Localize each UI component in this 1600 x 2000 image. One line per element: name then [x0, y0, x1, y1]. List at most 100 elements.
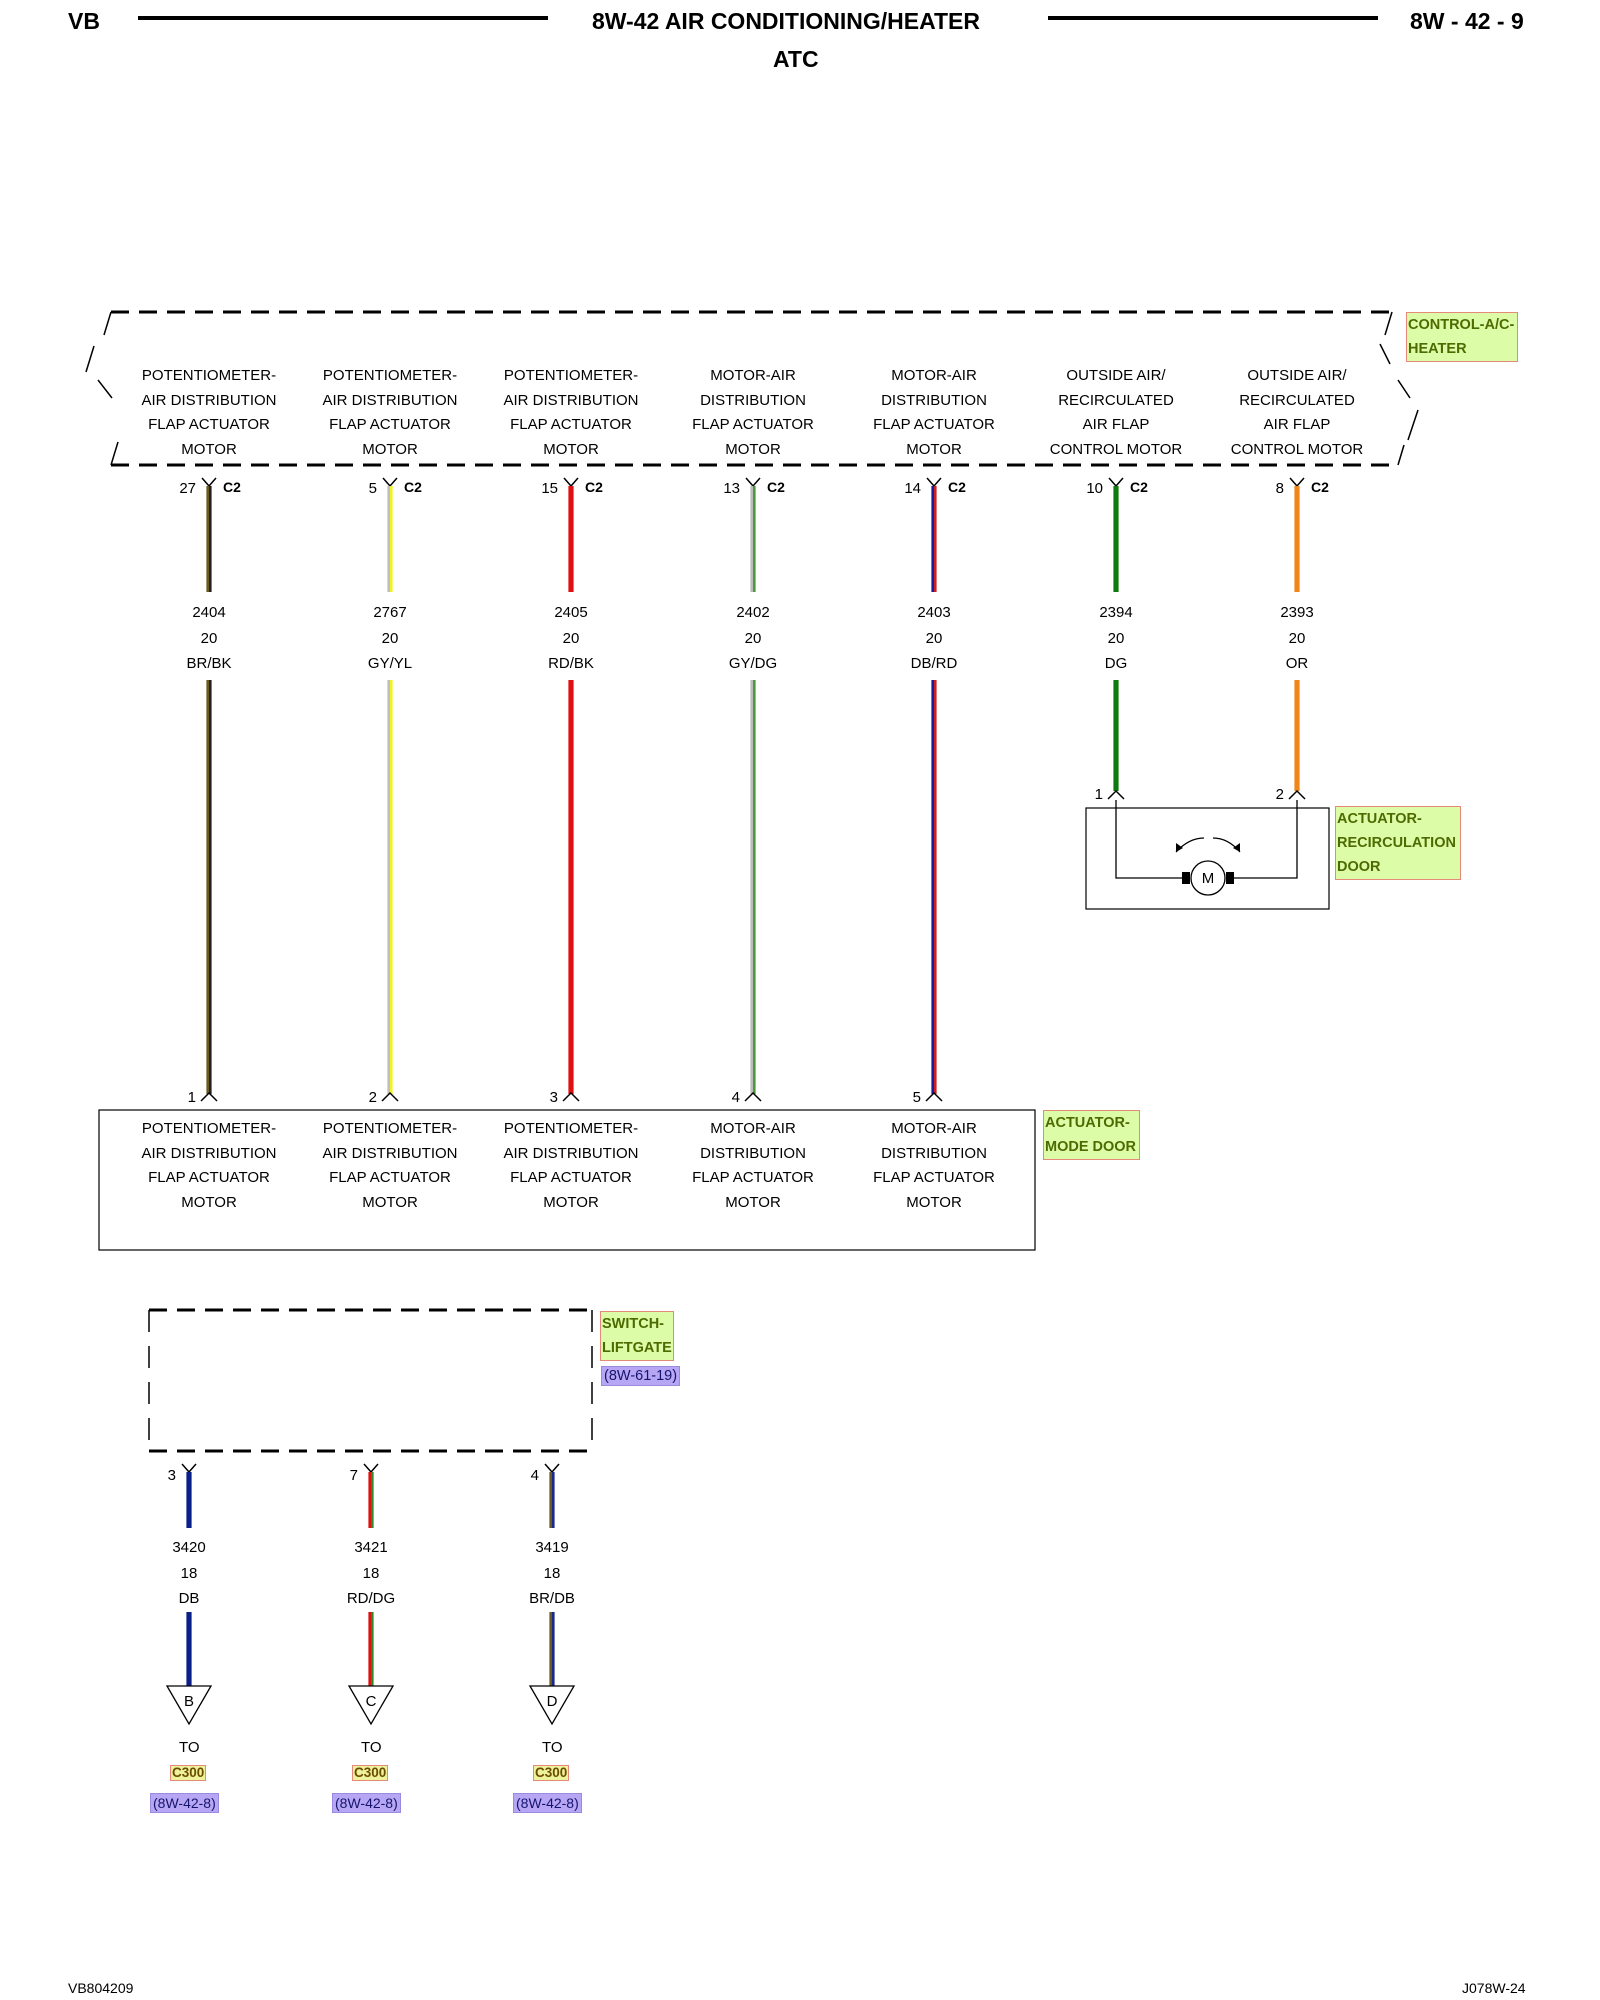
wire-color-code: GY/YL: [368, 655, 412, 672]
wire-gauge: 20: [926, 630, 943, 647]
module-pin-number: 10: [1086, 480, 1103, 497]
description-line: FLAP ACTUATOR: [873, 416, 995, 433]
mode-pin-number: 5: [913, 1089, 921, 1106]
wire-color-code: RD/DG: [347, 1590, 395, 1607]
circuit-number: 2393: [1280, 604, 1313, 621]
description-line: FLAP ACTUATOR: [329, 1169, 451, 1186]
description-line: MOTOR: [906, 440, 962, 458]
module-box-edge: [103, 311, 112, 336]
wire-color-code: DG: [1105, 655, 1128, 672]
recirc-actuator-box: [1085, 807, 1330, 910]
liftgate-pin-terminal: [363, 1463, 379, 1474]
mode-pin-terminal: [562, 1091, 580, 1102]
connector-triangle: [347, 1685, 395, 1726]
description-line: RECIRCULATED: [1058, 391, 1174, 409]
description-line: CONTROL MOTOR: [1230, 440, 1364, 458]
wire-color-code: BR/DB: [529, 1590, 575, 1607]
connector-letter: C: [366, 1693, 377, 1710]
module-connector-id: C2: [223, 479, 241, 495]
description-line: DISTRIBUTION: [881, 391, 987, 409]
module-connector-id: C2: [767, 479, 785, 495]
description-line: FLAP ACTUATOR: [329, 416, 451, 433]
module-label-text: CONTROL-A/C-HEATER: [1408, 317, 1515, 357]
page-title: 8W-42 AIR CONDITIONING/HEATER: [592, 8, 981, 34]
liftgate-switch-ref-link[interactable]: (8W-61-19): [601, 1366, 681, 1386]
page-subtitle: ATC: [773, 46, 819, 72]
connector-triangle: [165, 1685, 213, 1726]
wire-gauge: 18: [181, 1565, 198, 1582]
destination-to-text: TO: [542, 1739, 563, 1756]
motor-brush: [1226, 872, 1234, 884]
description-line: FLAP ACTUATOR: [148, 416, 270, 433]
description-line: MOTOR-AIR: [891, 1120, 977, 1137]
description-line: AIR DISTRIBUTION: [503, 1144, 639, 1162]
wire-color-code: GY/DG: [729, 655, 777, 672]
description-line: MOTOR: [725, 1193, 781, 1211]
connector-letter: B: [184, 1693, 194, 1710]
module-box-edge: [1379, 343, 1391, 365]
module-pin-terminal: [382, 477, 398, 488]
footer-left: VB804209: [68, 1980, 134, 1996]
destination-page-ref-link[interactable]: (8W-42-8): [513, 1793, 582, 1813]
recirc-pin-terminal: [1107, 789, 1125, 800]
description-line: AIR DISTRIBUTION: [503, 391, 639, 409]
motor-brush: [1182, 872, 1190, 884]
description-line: POTENTIOMETER-: [322, 1120, 458, 1137]
module-pin-terminal: [563, 477, 579, 488]
module-pin-number: 13: [723, 480, 740, 497]
wire-gauge: 20: [563, 630, 580, 647]
rotation-arc: [1175, 837, 1205, 853]
description-line: MOTOR: [543, 440, 599, 458]
destination-to-text: TO: [361, 1739, 382, 1756]
description-line: MOTOR: [362, 440, 418, 458]
destination-page-ref-link[interactable]: (8W-42-8): [332, 1793, 401, 1813]
mode-pin-description: POTENTIOMETER- AIR DISTRIBUTION FLAP ACTUA…: [300, 1117, 480, 1215]
wire-color-code: RD/BK: [548, 655, 594, 672]
destination-connector-link[interactable]: C300: [352, 1765, 389, 1781]
module-connector-id: C2: [1311, 479, 1329, 495]
mode-actuator-label[interactable]: ACTUATOR-MODE DOOR: [1043, 1110, 1140, 1160]
rotation-arrowhead: [1176, 843, 1183, 852]
description-line: POTENTIOMETER-: [141, 367, 277, 384]
description-line: OUTSIDE AIR/: [1247, 367, 1347, 384]
module-connector-id: C2: [585, 479, 603, 495]
mode-pin-terminal: [744, 1091, 762, 1102]
liftgate-pin-number: 4: [531, 1467, 539, 1484]
header-rule-right: [1048, 16, 1378, 20]
description-line: AIR DISTRIBUTION: [141, 1144, 277, 1162]
description-line: AIR DISTRIBUTION: [322, 1144, 458, 1162]
module-label[interactable]: CONTROL-A/C-HEATER: [1406, 312, 1518, 362]
module-box-edge: [97, 379, 113, 399]
circuit-number: 2394: [1099, 604, 1132, 621]
motor-symbol: [1190, 860, 1226, 896]
destination-connector-link[interactable]: C300: [170, 1765, 207, 1781]
module-pin-terminal: [201, 477, 217, 488]
recirc-actuator-label[interactable]: ACTUATOR-RECIRCULATION DOOR: [1335, 806, 1461, 880]
mode-actuator-label-text: ACTUATOR-MODE DOOR: [1045, 1115, 1137, 1155]
description-line: DISTRIBUTION: [881, 1144, 987, 1162]
description-line: AIR FLAP: [1263, 416, 1331, 433]
module-connector-id: C2: [1130, 479, 1148, 495]
page-number: 8W - 42 - 9: [1410, 8, 1524, 34]
mode-pin-number: 2: [369, 1089, 377, 1106]
description-line: MOTOR-AIR: [710, 1120, 796, 1137]
circuit-number: 2405: [554, 604, 587, 621]
mode-pin-number: 3: [550, 1089, 558, 1106]
module-box-edge: [1384, 311, 1393, 336]
destination-page-ref-link[interactable]: (8W-42-8): [150, 1793, 219, 1813]
description-line: AIR DISTRIBUTION: [141, 391, 277, 409]
description-line: MOTOR: [181, 440, 237, 458]
description-line: MOTOR: [181, 1193, 237, 1211]
liftgate-switch-label[interactable]: SWITCH-LIFTGATE: [600, 1311, 674, 1361]
header-rule-left: [138, 16, 548, 20]
connector-triangle: [528, 1685, 576, 1726]
mode-pin-number: 4: [732, 1089, 740, 1106]
circuit-number: 3421: [354, 1539, 387, 1556]
destination-connector-link[interactable]: C300: [533, 1765, 570, 1781]
